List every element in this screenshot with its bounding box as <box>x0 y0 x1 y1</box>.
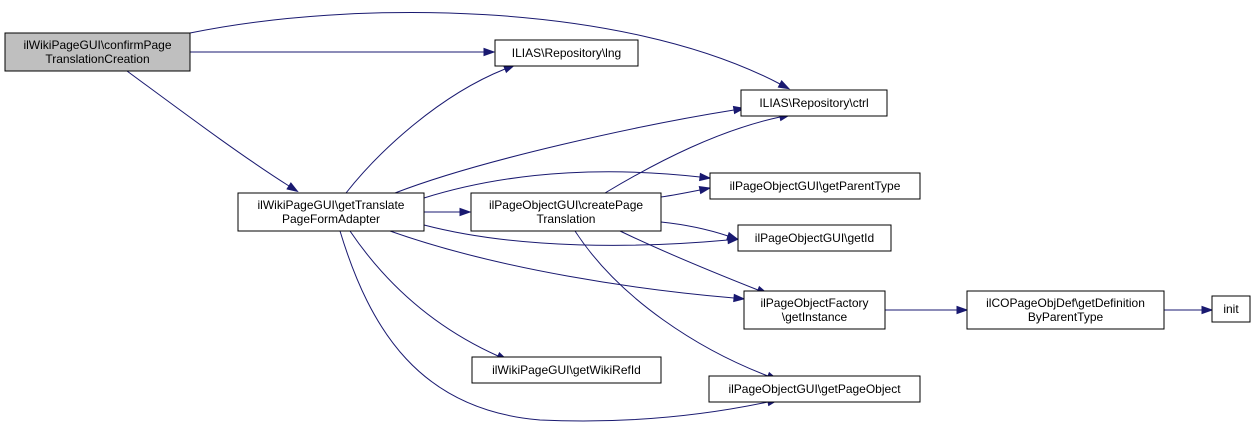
edge-line <box>619 230 759 291</box>
arrowhead <box>698 185 712 195</box>
edge-getTranslate-to-getParentType <box>423 171 712 199</box>
arrowhead <box>699 172 712 182</box>
edge-line <box>423 171 701 199</box>
node-lng[interactable]: ILIAS\Repository\lng <box>494 39 639 67</box>
node-getWikiRefId[interactable]: ilWikiPageGUI\getWikiRefId <box>471 356 662 384</box>
edge-line <box>604 116 781 194</box>
node-box <box>237 192 425 232</box>
node-label: ilPageObjectGUI\createPage <box>489 198 643 212</box>
node-label: ByParentType <box>1028 310 1104 324</box>
arrowhead <box>1201 305 1214 315</box>
arrowhead <box>733 293 746 303</box>
edge-createPage-to-getParentType <box>660 185 712 198</box>
node-label: Translation <box>537 212 596 226</box>
node-label: init <box>1223 302 1239 316</box>
node-label: ilCOPageObjDef\getDefinition <box>986 296 1145 310</box>
edge-getTranslate-to-createPage <box>424 207 472 217</box>
node-label: ILIAS\Repository\ctrl <box>759 96 868 110</box>
edge-line <box>389 230 735 299</box>
node-getTranslate[interactable]: ilWikiPageGUI\getTranslatePageFormAdapte… <box>237 192 425 232</box>
node-box <box>470 192 662 232</box>
edge-line <box>660 189 701 198</box>
edge-getTranslate-to-getWikiRefId <box>349 230 509 361</box>
edge-getInstance-to-getDefinition <box>885 305 969 315</box>
node-init[interactable]: init <box>1211 295 1251 323</box>
node-box <box>966 290 1165 330</box>
edge-line <box>345 68 506 194</box>
node-label: \getInstance <box>782 310 848 324</box>
arrowhead <box>777 80 791 90</box>
node-confirm[interactable]: ilWikiPageGUI\confirmPageTranslationCrea… <box>4 32 191 72</box>
edge-getTranslate-to-ctrl <box>394 105 746 194</box>
edge-line <box>660 221 729 237</box>
nodes-layer: ilWikiPageGUI\confirmPageTranslationCrea… <box>4 32 1251 403</box>
node-box <box>743 290 886 330</box>
edge-createPage-to-getId <box>660 221 739 240</box>
edge-line <box>339 230 769 422</box>
node-box <box>708 375 921 403</box>
edge-line <box>423 224 729 246</box>
edge-line <box>394 109 735 194</box>
node-label: ilWikiPageGUI\confirmPage <box>23 38 171 52</box>
arrowhead <box>956 305 969 315</box>
arrowhead <box>459 207 472 217</box>
edge-getTranslate-to-lng <box>345 64 516 194</box>
node-box <box>737 224 892 252</box>
arrowhead <box>286 182 299 193</box>
edge-getDefinition-to-init <box>1164 305 1214 315</box>
node-box <box>740 89 888 117</box>
node-getId[interactable]: ilPageObjectGUI\getId <box>737 224 892 252</box>
node-box <box>709 172 921 200</box>
edge-confirm-to-ctrl <box>189 12 791 90</box>
edge-line <box>126 70 290 187</box>
node-box <box>4 32 191 72</box>
node-ctrl[interactable]: ILIAS\Repository\ctrl <box>740 89 888 117</box>
node-box <box>471 356 662 384</box>
edge-confirm-to-lng <box>190 47 496 57</box>
node-getPageObject[interactable]: ilPageObjectGUI\getPageObject <box>708 375 921 403</box>
arrowhead <box>483 47 496 57</box>
node-label: ilPageObjectGUI\getId <box>755 231 874 245</box>
edge-confirm-to-getTranslate <box>126 70 299 193</box>
node-label: ILIAS\Repository\lng <box>512 46 621 60</box>
node-label: PageFormAdapter <box>282 212 380 226</box>
edge-line <box>574 230 769 377</box>
node-getInstance[interactable]: ilPageObjectFactory\getInstance <box>743 290 886 330</box>
edge-line <box>189 12 781 85</box>
node-label: ilPageObjectGUI\getParentType <box>730 179 901 193</box>
node-label: ilWikiPageGUI\getWikiRefId <box>492 363 641 377</box>
node-label: ilPageObjectGUI\getPageObject <box>728 382 901 396</box>
arrowhead <box>726 231 739 240</box>
node-getParentType[interactable]: ilPageObjectGUI\getParentType <box>709 172 921 200</box>
node-box <box>494 39 639 67</box>
node-label: TranslationCreation <box>45 52 149 66</box>
node-label: ilWikiPageGUI\getTranslate <box>258 198 405 212</box>
node-label: ilPageObjectFactory <box>760 296 868 310</box>
node-box <box>1211 295 1251 323</box>
edge-getTranslate-to-getInstance <box>389 230 746 303</box>
edge-line <box>349 230 499 357</box>
